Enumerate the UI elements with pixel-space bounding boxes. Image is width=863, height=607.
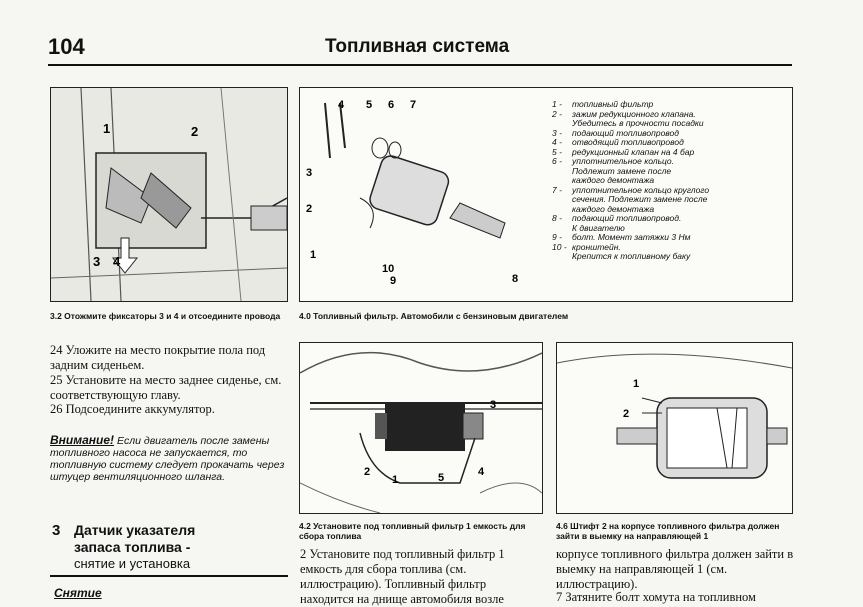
legend-row: 4 - отводящий топливопровод	[552, 137, 787, 148]
legend-text: топливный фильтр	[572, 99, 654, 109]
figure-3-2: 1 2 3 4	[50, 87, 288, 302]
warning-note-title: Внимание!	[50, 433, 115, 447]
legend-row: каждого демонтажа	[552, 203, 787, 215]
warning-note-text: Если двигатель после замены топливного н…	[50, 435, 285, 483]
section-title-line1: Датчик указателя	[74, 522, 196, 538]
legend-row: 6 - уплотнительное кольцо.	[552, 156, 787, 167]
figure-4-6-illustration: 1 2	[557, 353, 792, 479]
legend-text: подающий топливопровод	[572, 127, 679, 138]
legend-text: К двигателю	[572, 222, 625, 233]
legend-row: Убедитесь в прочности посадки	[552, 118, 787, 129]
legend-row: 7 - уплотнительное кольцо круглого	[552, 184, 787, 196]
legend-row: 9 - болт. Момент затяжки 3 Нм	[552, 232, 787, 243]
warning-note: Внимание! Если двигатель после замены то…	[50, 434, 286, 483]
legend-row: К двигателю	[552, 222, 787, 234]
legend-row: Крепится к топливному баку	[552, 251, 787, 262]
fig46-label-2: 2	[623, 408, 629, 420]
fig40-label-8: 8	[512, 273, 518, 285]
figure-4-6-caption: 4.6 Штифт 2 на корпусе топливного фильтр…	[556, 521, 780, 541]
fig40-label-6: 6	[388, 99, 394, 111]
fig42-label-2: 2	[364, 466, 370, 478]
legend-text: Убедитесь в прочности посадки	[572, 118, 704, 128]
fig40-label-7: 7	[410, 99, 416, 111]
legend-row: 10 - кронштейн.	[552, 241, 787, 253]
fig40-label-10: 10	[382, 263, 394, 275]
legend-row: 3 - подающий топливопровод	[552, 127, 787, 139]
page-title: Топливная система	[325, 36, 510, 57]
fig32-label-4: 4	[113, 254, 121, 269]
page-number: 104	[48, 34, 85, 59]
section-rule	[50, 575, 288, 577]
legend-row: Подлежит замене после	[552, 165, 787, 177]
legend-number: 6 -	[552, 156, 562, 166]
paragraph-2: 2 Установите под топливный фильтр 1 емко…	[300, 547, 505, 606]
fig40-label-5: 5	[366, 99, 372, 111]
header-divider	[48, 64, 792, 66]
fig32-label-2: 2	[191, 124, 198, 139]
legend-number: 9 -	[552, 232, 562, 242]
fig32-label-1: 1	[103, 121, 110, 136]
paragraph-26: 26 Подсоедините аккумулятор.	[50, 402, 215, 416]
figure-4-2-caption: 4.2 Установите под топливный фильтр 1 ем…	[299, 521, 526, 541]
legend-text: Крепится к топливному баку	[572, 251, 691, 261]
fig42-label-3: 3	[490, 399, 496, 411]
fig32-label-3: 3	[93, 254, 100, 269]
figure-4-0-illustration: 4 5 6 7 3 2 1 10 9 8	[306, 99, 518, 287]
legend-number: 10 -	[552, 241, 567, 252]
legend-text: уплотнительное кольцо.	[572, 156, 674, 166]
fig46-label-1: 1	[633, 378, 639, 390]
paragraph-6-continued: корпусе топливного фильтра должен зайти …	[556, 547, 794, 591]
legend-text: сечения. Подлежит замене после	[572, 194, 708, 204]
legend-number: 1 -	[552, 99, 562, 109]
figure-4-0-legend: 1 - топливный фильтр 2 - зажим редукционног…	[552, 99, 787, 262]
legend-row: каждого демонтажа	[552, 175, 787, 186]
legend-text: зажим редукционного клапана.	[572, 108, 696, 119]
legend-number: 5 -	[552, 146, 562, 157]
legend-row: 2 - зажим редукционного клапана.	[552, 108, 787, 120]
legend-number: 3 -	[552, 127, 562, 138]
section-title-line2: запаса топлива -	[74, 539, 191, 555]
legend-text: каждого демонтажа	[572, 203, 655, 214]
legend-text: отводящий топливопровод	[572, 137, 684, 147]
fig40-label-1: 1	[310, 249, 316, 261]
figure-4-6: 1 2	[556, 342, 793, 514]
figure-3-2-illustration: 1 2 3 4	[51, 88, 287, 301]
legend-row: сечения. Подлежит замене после	[552, 194, 787, 205]
legend-text: подающий топливопровод.	[572, 213, 682, 223]
legend-row: 8 - подающий топливопровод.	[552, 213, 787, 224]
fig40-label-2: 2	[306, 203, 312, 215]
legend-text: каждого демонтажа	[572, 175, 655, 185]
legend-number	[552, 195, 572, 205]
figure-4-0: 4 5 6 7 3 2 1 10 9 8 1 - топливный фильтр…	[299, 87, 793, 302]
fig42-label-1: 1	[392, 474, 398, 486]
legend-number: 4 -	[552, 137, 562, 147]
removal-heading: Снятие	[54, 586, 102, 600]
figure-3-2-caption: 3.2 Отожмите фиксаторы 3 и 4 и отсоедини…	[50, 311, 281, 321]
paragraph-24: 24 Уложите на место покрытие пола под за…	[50, 343, 266, 372]
fig42-label-4: 4	[478, 466, 485, 478]
legend-number	[552, 167, 572, 177]
figure-4-0-caption: 4.0 Топливный фильтр. Автомобили с бензи…	[299, 311, 569, 321]
fig40-label-4: 4	[338, 99, 345, 111]
section-number: 3	[52, 522, 61, 539]
legend-number: 2 -	[552, 108, 562, 119]
legend-row: 1 - топливный фильтр	[552, 99, 787, 110]
fig40-label-3: 3	[306, 167, 312, 179]
legend-text: Подлежит замене после	[572, 165, 672, 176]
legend-text: болт. Момент затяжки 3 Нм	[572, 232, 691, 242]
legend-text: кронштейн.	[572, 241, 621, 252]
legend-row: 5 - редукционный клапан на 4 бар	[552, 146, 787, 158]
legend-number: 8 -	[552, 213, 562, 223]
legend-text: редукционный клапан на 4 бар	[572, 146, 695, 157]
figure-4-2-illustration: 3 2 1 5 4	[300, 351, 542, 513]
figure-4-2: 3 2 1 5 4	[299, 342, 543, 514]
legend-text: уплотнительное кольцо круглого	[572, 184, 710, 195]
fig40-label-9: 9	[390, 275, 396, 287]
legend-number	[552, 252, 572, 262]
paragraph-7: 7 Затяните болт хомута на топливном	[556, 590, 756, 604]
section-subtitle: снятие и установка	[74, 556, 191, 571]
legend-number: 7 -	[552, 184, 562, 195]
paragraph-25: 25 Установите на место заднее сиденье, с…	[50, 373, 282, 402]
fig42-label-5: 5	[438, 472, 444, 484]
